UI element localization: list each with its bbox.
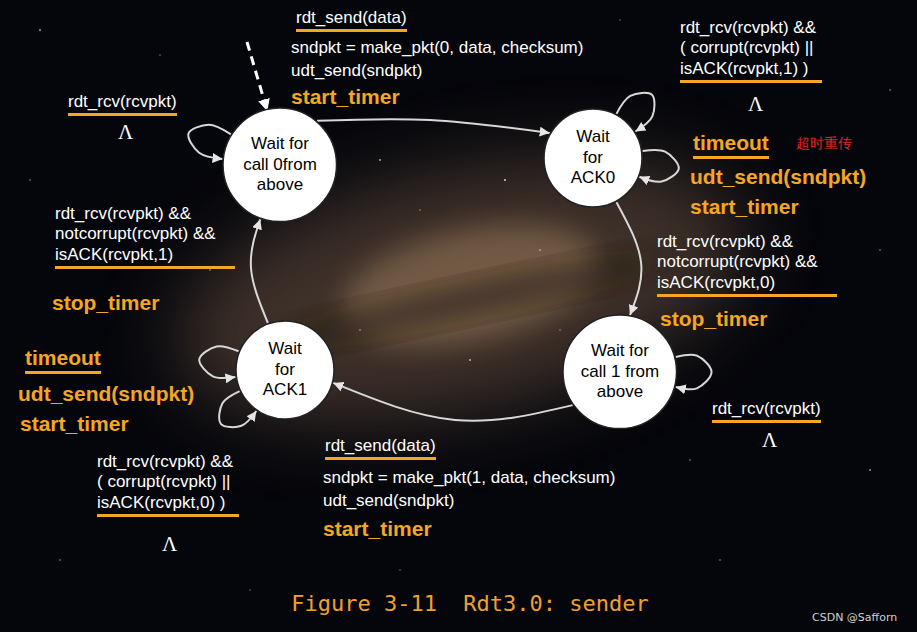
star <box>249 589 250 590</box>
star <box>869 469 871 471</box>
star <box>29 179 31 181</box>
star <box>619 19 620 20</box>
state-name: Wait for call 1 from above <box>577 341 663 402</box>
transition-event: rdt_send(data) <box>296 8 407 32</box>
empty-action: Λ <box>162 532 177 557</box>
star <box>889 89 891 91</box>
star <box>359 329 361 331</box>
timer-action: start_timer <box>291 84 400 109</box>
state-name: Wait for ACK0 <box>565 127 621 188</box>
transition-event: rdt_rcv(rcvpkt) <box>68 92 177 116</box>
transition-event: timeout <box>693 130 769 159</box>
state-circle-shape <box>236 321 334 419</box>
state-circle-shape <box>544 109 642 207</box>
transition-arrow <box>639 150 678 182</box>
transition-event: rdt_rcv(rcvpkt) && notcorrupt(rcvpkt) &&… <box>657 232 837 297</box>
star <box>59 559 61 561</box>
state-circle: Wait for call 1 from above <box>562 314 678 430</box>
star <box>419 209 420 210</box>
star <box>879 249 881 251</box>
timer-action: stop_timer <box>660 306 767 331</box>
timer-action: start_timer <box>20 411 129 436</box>
stars <box>29 19 891 590</box>
transition-event: rdt_rcv(rcvpkt) && ( corrupt(rcvpkt) || … <box>680 18 822 83</box>
transition-arrow <box>199 346 238 378</box>
timer-action: udt_send(sndpkt) <box>18 381 194 406</box>
empty-action: Λ <box>748 92 763 117</box>
annotation-note: 超时重传 <box>796 135 852 152</box>
star <box>689 459 691 461</box>
state-name: Wait for ACK1 <box>257 339 313 400</box>
watermark: CSDN @Safforn <box>812 611 897 624</box>
timer-action: stop_timer <box>52 290 159 315</box>
transition-arrow <box>616 202 641 315</box>
transition-event: rdt_rcv(rcvpkt) <box>712 399 821 423</box>
star <box>559 329 560 330</box>
figure-caption: Figure 3-11 Rdt3.0: sender <box>291 591 649 617</box>
state-circle-shape <box>223 108 337 222</box>
transition-action: udt_send(sndpkt) <box>291 61 422 81</box>
transition-arrow <box>317 119 550 133</box>
empty-action: Λ <box>762 428 777 453</box>
empty-action: Λ <box>118 120 133 145</box>
state-circle: Wait for ACK1 <box>235 320 335 420</box>
transition-event: rdt_rcv(rcvpkt) && notcorrupt(rcvpkt) &&… <box>55 204 235 269</box>
star <box>469 359 471 361</box>
transition-event: rdt_send(data) <box>325 436 436 460</box>
timer-action: start_timer <box>690 194 799 219</box>
transition-event: timeout <box>25 345 101 374</box>
star <box>504 179 506 181</box>
star <box>379 159 381 161</box>
timer-action: udt_send(sndpkt) <box>690 164 866 189</box>
state-name: Wait for call 0from above <box>237 134 323 195</box>
transition-arrow <box>676 355 712 389</box>
transition-action: sndpkt = make_pkt(0, data, checksum) <box>291 38 583 58</box>
timer-action: start_timer <box>323 516 432 541</box>
star <box>539 249 541 251</box>
transition-action: udt_send(sndpkt) <box>323 491 454 511</box>
star <box>39 29 41 31</box>
state-circle: Wait for ACK0 <box>543 108 643 208</box>
state-circle-shape <box>563 315 677 429</box>
state-circle: Wait for call 0from above <box>222 107 338 223</box>
transition-arrow <box>251 219 268 323</box>
initial-state-arrow <box>247 42 267 110</box>
transition-arrow <box>333 383 572 421</box>
star <box>209 269 211 271</box>
star <box>159 54 160 55</box>
star <box>719 559 721 561</box>
transition-action: sndpkt = make_pkt(1, data, checksum) <box>323 468 615 488</box>
star <box>399 569 400 570</box>
transition-event: rdt_rcv(rcvpkt) && ( corrupt(rcvpkt) || … <box>97 452 239 517</box>
